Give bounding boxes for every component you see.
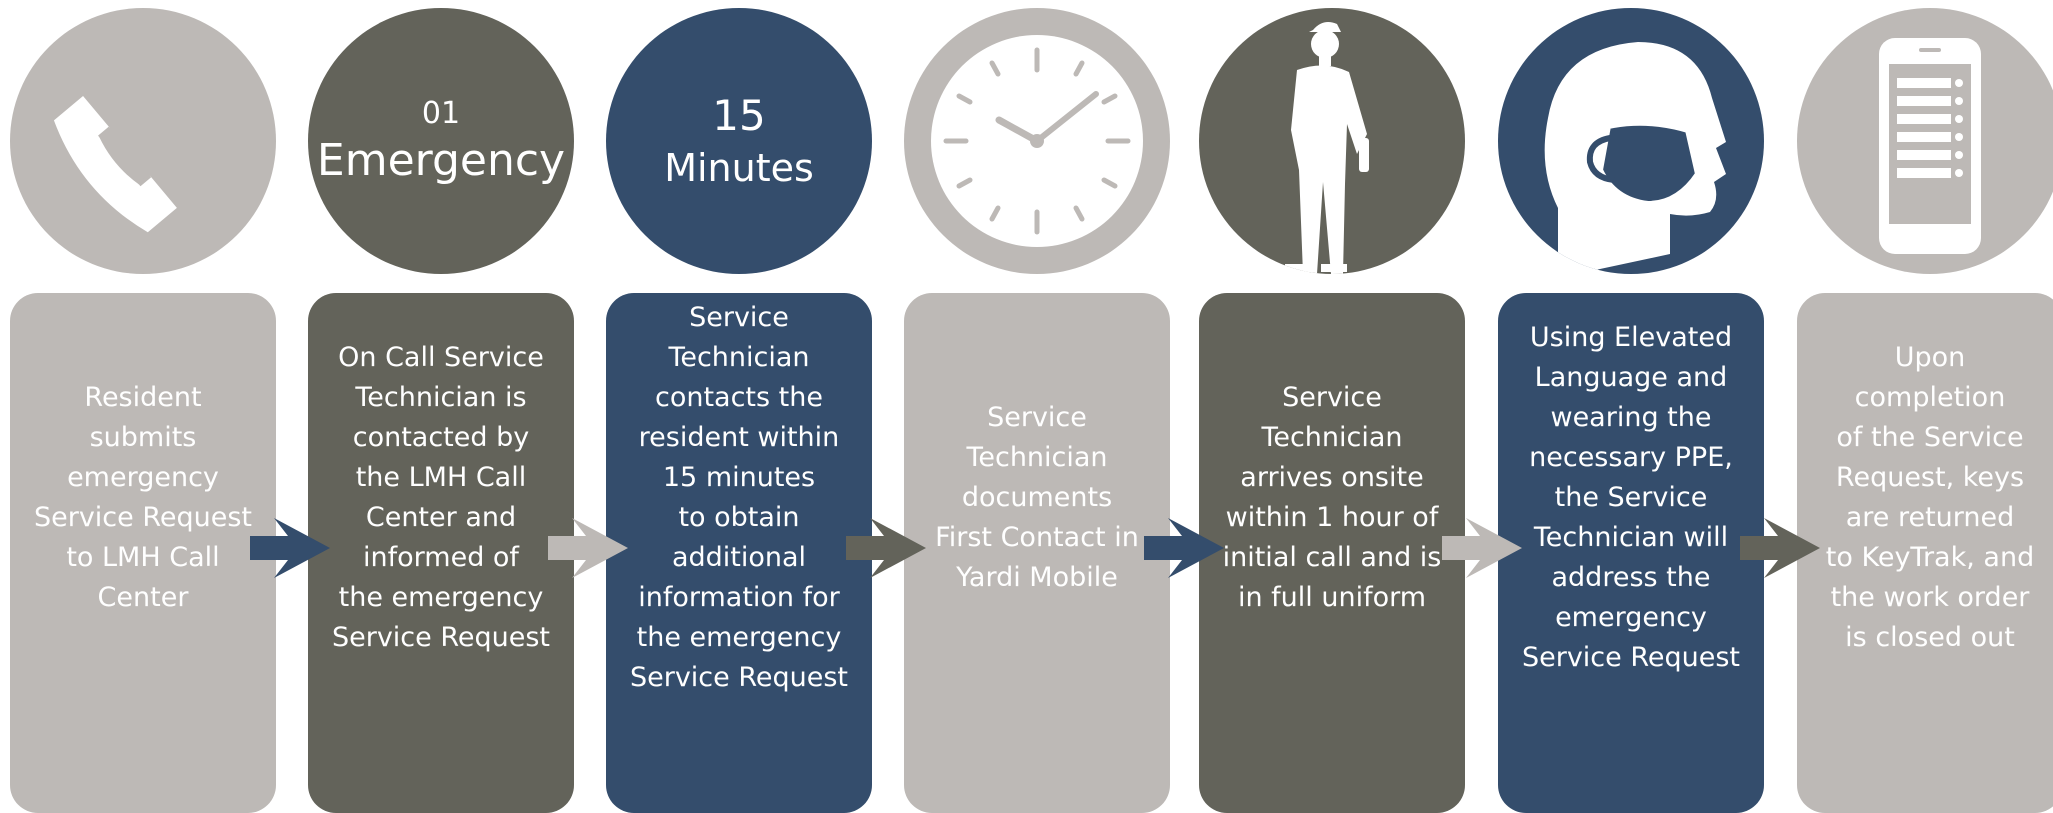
- step-2-number: 01: [421, 96, 461, 131]
- arrow-right-icon: [1740, 518, 1820, 578]
- step-2-card: On Call Service Technician is contacted …: [308, 293, 574, 813]
- step-2-label: Emergency: [316, 135, 566, 186]
- step-3-label: Minutes: [664, 146, 814, 190]
- step-4-circle: [904, 8, 1170, 274]
- step-7-text: Upon completion of the Service Request, …: [1825, 342, 2035, 653]
- clock-icon: [931, 35, 1143, 247]
- step-1-circle: [10, 8, 276, 274]
- step-3: 15 Minutes Service Technician contacts t…: [606, 0, 872, 813]
- step-6-circle: [1498, 8, 1764, 274]
- step-1-text: Resident submits emergency Service Reque…: [33, 382, 253, 613]
- step-5: Service Technician arrives onsite within…: [1199, 0, 1465, 813]
- step-2: 01 Emergency On Call Service Technician …: [308, 0, 574, 813]
- step-2-text: On Call Service Technician is contacted …: [331, 342, 551, 653]
- step-7-circle: [1797, 8, 2053, 274]
- mobile-checklist-icon: [1879, 38, 1981, 254]
- step-3-number: 15: [712, 91, 766, 140]
- step-4: Service Technician documents First Conta…: [904, 0, 1170, 813]
- arrow-right-icon: [1442, 518, 1522, 578]
- technician-icon: [1285, 22, 1369, 274]
- arrow-right-icon: [846, 518, 926, 578]
- step-3-circle: 15 Minutes: [606, 8, 872, 274]
- step-1-card: Resident submits emergency Service Reque…: [10, 293, 276, 813]
- step-6-card: Using Elevated Language and wearing the …: [1498, 293, 1764, 813]
- step-5-circle: [1199, 8, 1465, 274]
- step-1: Resident submits emergency Service Reque…: [10, 0, 276, 813]
- step-3-card: Service Technician contacts the resident…: [606, 293, 872, 813]
- step-7: Upon completion of the Service Request, …: [1797, 0, 2053, 813]
- step-2-circle: 01 Emergency: [308, 8, 574, 274]
- step-4-card: Service Technician documents First Conta…: [904, 293, 1170, 813]
- phone-icon: [53, 96, 177, 233]
- arrow-right-icon: [250, 518, 330, 578]
- step-6-text: Using Elevated Language and wearing the …: [1521, 322, 1741, 673]
- step-6: Using Elevated Language and wearing the …: [1498, 0, 1764, 813]
- step-5-text: Service Technician arrives onsite within…: [1222, 382, 1442, 613]
- arrow-right-icon: [548, 518, 628, 578]
- step-5-card: Service Technician arrives onsite within…: [1199, 293, 1465, 813]
- step-3-text: Service Technician contacts the resident…: [629, 302, 849, 693]
- step-4-text: Service Technician documents First Conta…: [935, 402, 1139, 593]
- arrow-right-icon: [1144, 518, 1224, 578]
- step-7-card: Upon completion of the Service Request, …: [1797, 293, 2053, 813]
- face-mask-icon: [1544, 42, 1726, 274]
